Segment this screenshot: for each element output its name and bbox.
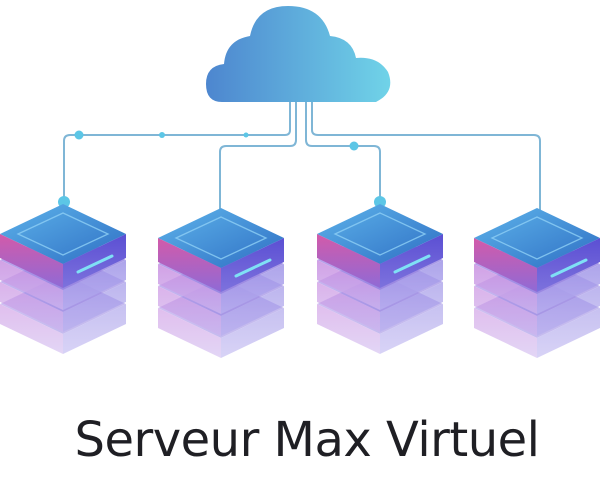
caption-title: Serveur Max Virtuel	[74, 412, 540, 468]
connection-nodes	[58, 130, 386, 208]
server-stack-icon-3	[315, 202, 445, 356]
server-stack-icon-1	[0, 202, 128, 356]
connection-lines	[63, 98, 541, 212]
server-stack-icon-2	[156, 206, 286, 360]
server-stack-icon-4	[472, 206, 600, 360]
cloud-icon	[206, 6, 391, 102]
